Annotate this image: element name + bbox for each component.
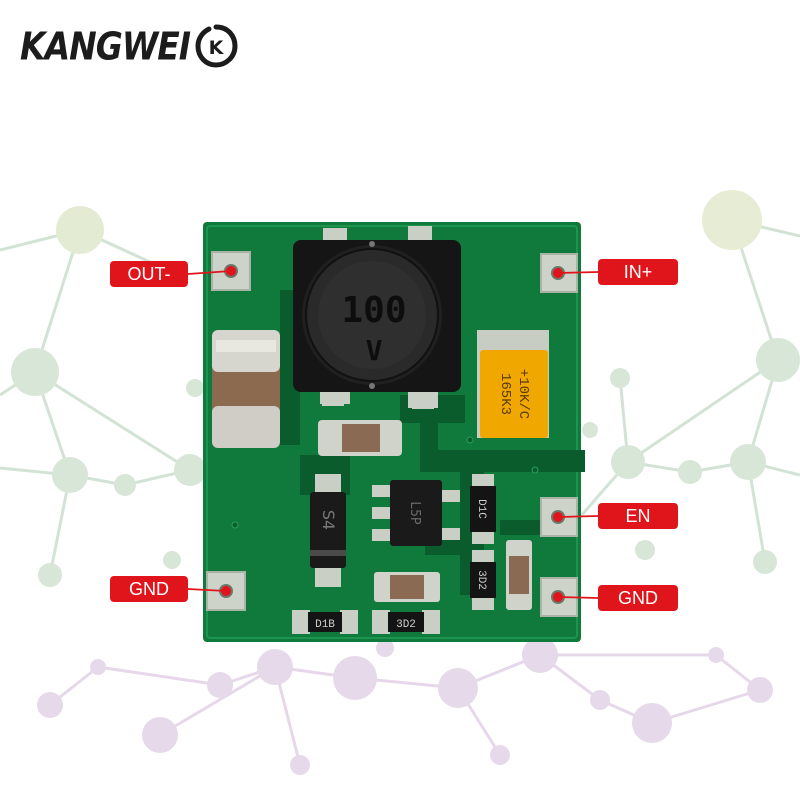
- silk-3d2-bottom: 3D2: [396, 619, 416, 631]
- molecule-nodes-violet: [37, 637, 773, 775]
- inductor-marking-value: 100: [341, 290, 406, 331]
- resistor-d1b: D1B: [292, 610, 358, 634]
- smd-capacitor-middle: [318, 420, 402, 456]
- label-out-minus: OUT-: [110, 261, 188, 287]
- regulator-ic: L5P: [372, 480, 460, 546]
- brand-emblem-icon: K: [195, 24, 238, 68]
- resistor-3d2-bottom: 3D2: [372, 610, 440, 634]
- tantalum-capacitor: +10K/C 165K3: [477, 330, 549, 438]
- silk-s4: S4: [319, 510, 338, 530]
- molecule-nodes-green: [11, 190, 800, 587]
- smd-pad-pair: [322, 392, 434, 409]
- chip-marking: L5P: [407, 501, 422, 525]
- silk-d1b: D1B: [315, 619, 335, 631]
- capacitor-bottom: [374, 572, 440, 602]
- tantalum-marking-line1: +10K/C: [515, 369, 531, 419]
- brand-name: KANGWEI: [20, 23, 191, 69]
- brand-emblem-letter: K: [209, 37, 225, 59]
- label-gnd-left: GND: [110, 576, 188, 602]
- resistor-d1c: D1C: [470, 474, 496, 544]
- silk-3d2-side: 3D2: [475, 570, 487, 590]
- label-en: EN: [598, 503, 678, 529]
- lead-dots: [221, 266, 563, 602]
- brand-logo: KANGWEI K: [20, 22, 238, 70]
- lead-lines: [187, 270, 599, 599]
- capacitor-right-small: [506, 540, 532, 610]
- ceramic-capacitor-left: [212, 330, 280, 448]
- tantalum-marking-line2: 165K3: [497, 373, 513, 415]
- resistor-3d2-side: 3D2: [470, 550, 496, 610]
- diode-s4: S4: [310, 474, 346, 587]
- silk-d1c: D1C: [475, 499, 487, 519]
- power-inductor: 100 V: [293, 226, 461, 408]
- label-gnd-right: GND: [598, 585, 678, 611]
- vias: [231, 436, 539, 529]
- inductor-marking-letter: V: [366, 334, 383, 367]
- label-in-plus: IN+: [598, 259, 678, 285]
